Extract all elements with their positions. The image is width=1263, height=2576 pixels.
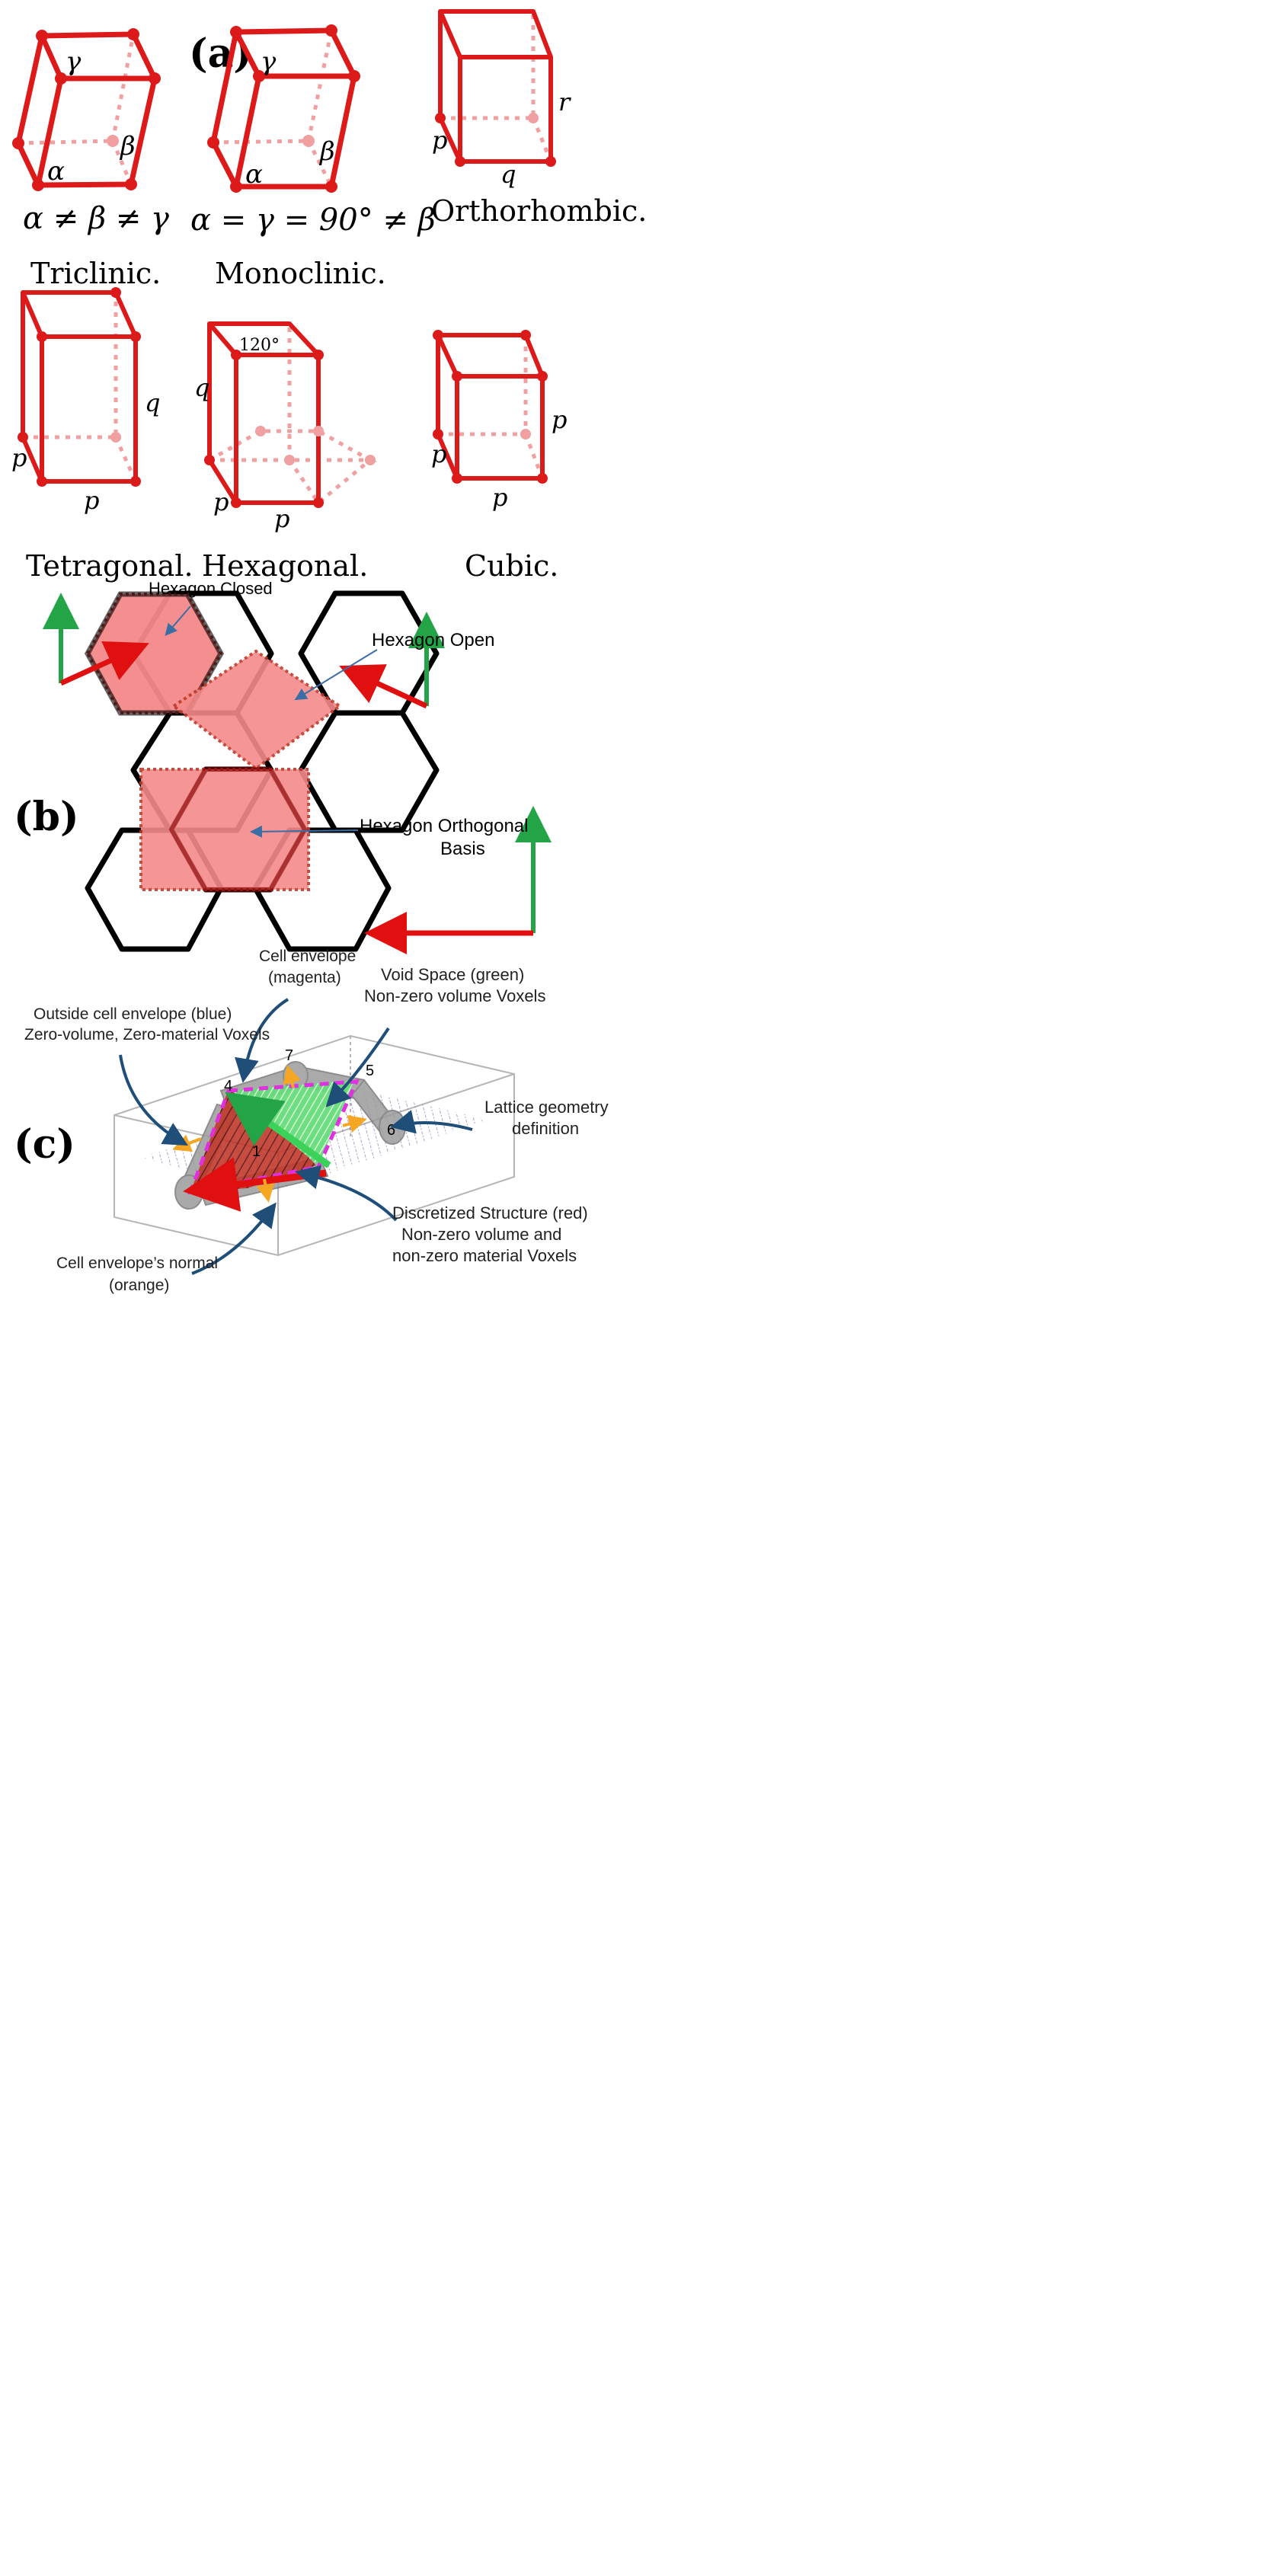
triclinic-condition: α ≠ β ≠ γ bbox=[23, 201, 169, 236]
void-space-label-line2: Non-zero volume Voxels bbox=[364, 986, 545, 1005]
panel-c-label: (c) bbox=[14, 1121, 75, 1168]
triclinic-beta-label: β bbox=[119, 131, 136, 161]
hexagon-orthogonal-outline bbox=[168, 767, 308, 892]
outside-label-line2: Zero-volume, Zero-material Voxels bbox=[24, 1026, 270, 1044]
monoclinic-name: Monoclinic. bbox=[215, 257, 386, 290]
cubic-p-side-label: p bbox=[431, 439, 446, 468]
monoclinic-condition: α = γ = 90° ≠ β bbox=[190, 203, 436, 238]
node-4: 4 bbox=[224, 1078, 232, 1095]
structure-label-line2: Non-zero volume and bbox=[401, 1225, 561, 1244]
orthorhombic-q-label: q bbox=[500, 160, 516, 189]
axis-red-1 bbox=[59, 641, 149, 686]
hexagonal-q-label: q bbox=[194, 373, 209, 402]
monoclinic-gamma-label: γ bbox=[261, 46, 277, 77]
tetragonal-p-bottom-label: p bbox=[84, 486, 99, 515]
structure-label-line3: non-zero material Voxels bbox=[392, 1246, 577, 1265]
triclinic-gamma-label: γ bbox=[66, 46, 82, 77]
hexagonal-p-bottom-label: p bbox=[274, 504, 289, 533]
triclinic-alpha-label: α bbox=[47, 156, 65, 187]
hexagonal-name: Hexagonal. bbox=[202, 549, 368, 583]
orthorhombic-p-label: p bbox=[432, 126, 447, 155]
hexagon-closed-outline bbox=[85, 591, 225, 716]
orthorhombic-cell bbox=[435, 9, 556, 167]
callout-open bbox=[294, 649, 378, 701]
tetragonal-q-label: q bbox=[145, 388, 160, 417]
cubic-p-right-label: p bbox=[552, 405, 567, 434]
panel-b-label: (b) bbox=[14, 794, 79, 840]
monoclinic-beta-label: β bbox=[318, 136, 335, 167]
envelope-normals bbox=[172, 1065, 367, 1203]
hexagonal-p-side-label: p bbox=[213, 487, 229, 516]
axis-red-2 bbox=[339, 664, 428, 709]
orthorhombic-r-label: r bbox=[558, 88, 571, 117]
hexagon-open-label: Hexagon Open bbox=[372, 630, 494, 650]
structure-label-line1: Discretized Structure (red) bbox=[392, 1203, 588, 1222]
node-6: 6 bbox=[387, 1122, 395, 1139]
callout-orthogonal bbox=[250, 825, 359, 838]
cubic-name: Cubic. bbox=[465, 549, 558, 583]
panel-a: (a) γ β α α ≠ β ≠ γ Triclinic. bbox=[11, 9, 647, 583]
lattice-label-line1: Lattice geometry bbox=[484, 1098, 609, 1117]
orthorhombic-name: Orthorhombic. bbox=[431, 194, 647, 228]
callout-closed bbox=[165, 606, 191, 637]
callout-arrows bbox=[119, 998, 473, 1275]
hexagon-orthogonal-shape bbox=[139, 768, 310, 891]
panel-c: (c) bbox=[14, 948, 609, 1294]
monoclinic-alpha-label: α bbox=[245, 159, 263, 190]
panel-a-label: (a) bbox=[189, 30, 252, 77]
hexagon-orthogonal-label-line1: Hexagon Orthogonal bbox=[360, 816, 528, 836]
lattice-vector-green bbox=[225, 1091, 331, 1168]
hexagon-open-shape bbox=[171, 649, 343, 771]
node-5: 5 bbox=[366, 1063, 374, 1079]
hexagonal-cell bbox=[204, 321, 378, 508]
void-space-label-line1: Void Space (green) bbox=[381, 965, 524, 984]
outside-label-line1: Outside cell envelope (blue) bbox=[34, 1005, 232, 1023]
hexagonal-angle-label: 120° bbox=[239, 336, 280, 355]
monoclinic-cell bbox=[207, 24, 360, 193]
cubic-p-bottom-label: p bbox=[492, 483, 507, 512]
node-1: 1 bbox=[252, 1143, 261, 1160]
tetragonal-name: Tetragonal. bbox=[26, 549, 193, 583]
cell-envelope-label-line2: (magenta) bbox=[268, 969, 341, 986]
cell-envelope-label-line1: Cell envelope bbox=[259, 948, 356, 965]
normal-label-line2: (orange) bbox=[109, 1277, 169, 1294]
tetragonal-p-side-label: p bbox=[11, 443, 27, 472]
lattice-label-line2: definition bbox=[512, 1119, 579, 1138]
triclinic-cell bbox=[12, 28, 161, 191]
cubic-cell bbox=[433, 330, 548, 484]
hexagon-orthogonal-label-line2: Basis bbox=[440, 839, 485, 859]
normal-label-line1: Cell envelope’s normal bbox=[56, 1254, 218, 1272]
tetragonal-cell bbox=[18, 287, 141, 487]
hexagon-closed-label: Hexagon Closed bbox=[149, 579, 273, 598]
node-7: 7 bbox=[285, 1047, 293, 1064]
panel-b: (b) Hexagon Closed Hexagon Open Hex bbox=[14, 579, 552, 954]
triclinic-name: Triclinic. bbox=[30, 257, 161, 290]
